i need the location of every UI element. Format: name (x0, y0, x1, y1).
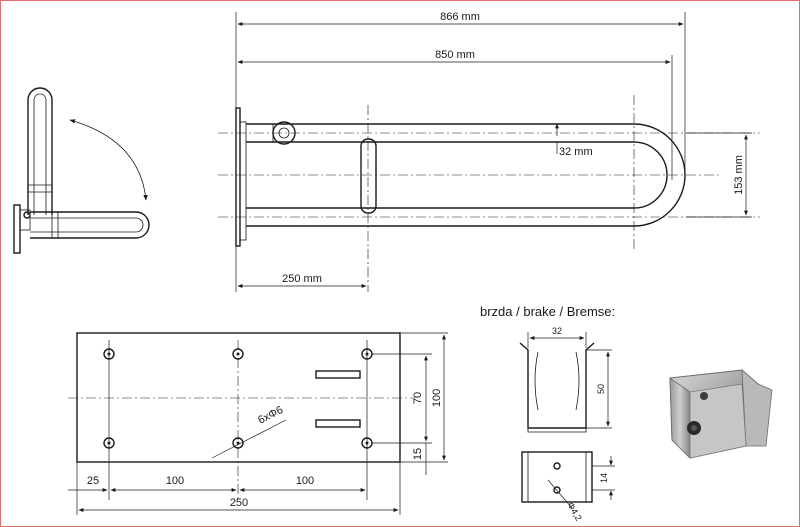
label-brake-hole: Φ4,2 (565, 500, 584, 522)
bar-top-view: 866 mm 850 mm 32 mm 153 mm 250 mm (218, 11, 760, 292)
brake-photo-left-wing (669, 377, 691, 459)
plate-slot-upper (315, 370, 361, 379)
rotation-arrow-icon (69, 119, 148, 201)
side-folded-bar-outer (27, 87, 53, 215)
label-866: 866 mm (440, 11, 480, 23)
plate-slot-lower (315, 419, 361, 428)
label-70: 70 (412, 392, 424, 404)
brake-hole-leader (547, 479, 573, 509)
brake-photo-face (689, 383, 747, 459)
wall-plate-edge (235, 107, 241, 247)
brake-hole-icon (553, 462, 561, 470)
brake-photo (669, 369, 773, 459)
side-wall-plate (13, 204, 21, 254)
label-250mm: 250 mm (282, 273, 322, 285)
side-horizontal-bar-inner (30, 217, 144, 233)
brake-top-outline (521, 451, 593, 503)
wall-plate-flange (239, 121, 247, 241)
folding-side-illustration (13, 87, 150, 254)
label-100v: 100 (431, 389, 443, 407)
label-brake-14: 14 (599, 473, 609, 483)
label-100a: 100 (166, 475, 184, 487)
brake-hole-icon (553, 486, 561, 494)
brake-section: brzda / brake / Bremse: 32 50 14 Φ4,2 (480, 304, 773, 523)
side-sleeve (51, 211, 59, 239)
plate-outline (76, 332, 401, 463)
brake-front-outline (519, 342, 595, 429)
side-horizontal-bar-outer (30, 211, 150, 239)
side-folded-bar-inner (33, 93, 47, 215)
side-mount-block (19, 209, 31, 231)
bar-sleeve (360, 138, 377, 214)
label-32: 32 mm (559, 146, 593, 158)
brake-front-curve-right (575, 351, 580, 411)
label-100b: 100 (296, 475, 314, 487)
label-25: 25 (87, 475, 99, 487)
label-brake-50: 50 (596, 384, 606, 394)
brake-photo-bolt-center-icon (691, 425, 697, 431)
brake-photo-screw-icon (700, 392, 708, 400)
label-850: 850 mm (435, 49, 475, 61)
brake-front-curve-left (534, 351, 539, 411)
label-brake-32: 32 (552, 326, 562, 336)
brake-photo-right-wing (741, 369, 773, 447)
base-plate-view: 6xΦ6 25 100 100 250 70 100 15 (68, 332, 448, 515)
side-pivot-icon (23, 211, 31, 219)
label-153: 153 mm (733, 155, 745, 195)
bar-inner-outline (246, 141, 668, 209)
label-holes: 6xΦ6 (256, 404, 285, 427)
brake-front-base (527, 428, 587, 433)
hole-leader-line (211, 419, 287, 459)
label-15: 15 (412, 448, 424, 460)
label-250: 250 (230, 497, 248, 509)
brake-title: brzda / brake / Bremse: (480, 304, 615, 319)
